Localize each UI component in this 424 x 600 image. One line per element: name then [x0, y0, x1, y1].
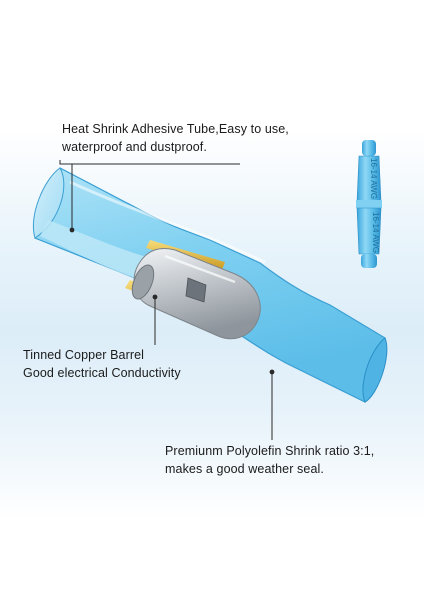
leader-dot-barrel — [152, 294, 158, 300]
callout-polyolefin-line2: makes a good weather seal. — [165, 462, 324, 476]
callout-adhesive-line2: waterproof and dustproof. — [62, 140, 207, 154]
leader-lines — [59, 160, 273, 440]
connector-print-lower: 16-14 AWG — [371, 212, 380, 253]
callout-adhesive-line1: Heat Shrink Adhesive Tube,Easy to use, — [62, 122, 289, 136]
tube-right-end — [362, 337, 388, 403]
connector-print-upper: 16-14 AWG — [369, 158, 378, 199]
leader-adhesive — [59, 160, 240, 165]
callout-barrel-line1: Tinned Copper Barrel — [23, 348, 145, 362]
barrel-shine — [164, 254, 236, 284]
barrel-end — [131, 264, 155, 300]
copper-barrel — [125, 240, 261, 340]
callout-barrel-line2: Good electrical Conductivity — [23, 366, 181, 380]
tube-highlight — [69, 180, 266, 264]
connector-bottom-end — [361, 254, 377, 268]
callout-adhesive-tube: Heat Shrink Adhesive Tube,Easy to use, w… — [62, 120, 289, 156]
tube-cavity — [40, 220, 150, 280]
connector-product: 16-14 AWG 16-14 AWG — [356, 140, 382, 268]
barrel-window — [185, 277, 207, 303]
leader-dot-adhesive — [69, 227, 75, 233]
leader-dot-polyolefin — [269, 369, 275, 375]
leader-dots — [69, 227, 275, 375]
callout-copper-barrel: Tinned Copper Barrel Good electrical Con… — [23, 346, 181, 382]
callout-polyolefin: Premiunm Polyolefin Shrink ratio 3:1, ma… — [165, 442, 374, 478]
connector-top-end — [362, 140, 376, 156]
tube-open-end — [32, 167, 65, 239]
connector-band — [356, 200, 382, 208]
connector-lower-sleeve — [356, 207, 382, 255]
callout-polyolefin-line1: Premiunm Polyolefin Shrink ratio 3:1, — [165, 444, 375, 458]
